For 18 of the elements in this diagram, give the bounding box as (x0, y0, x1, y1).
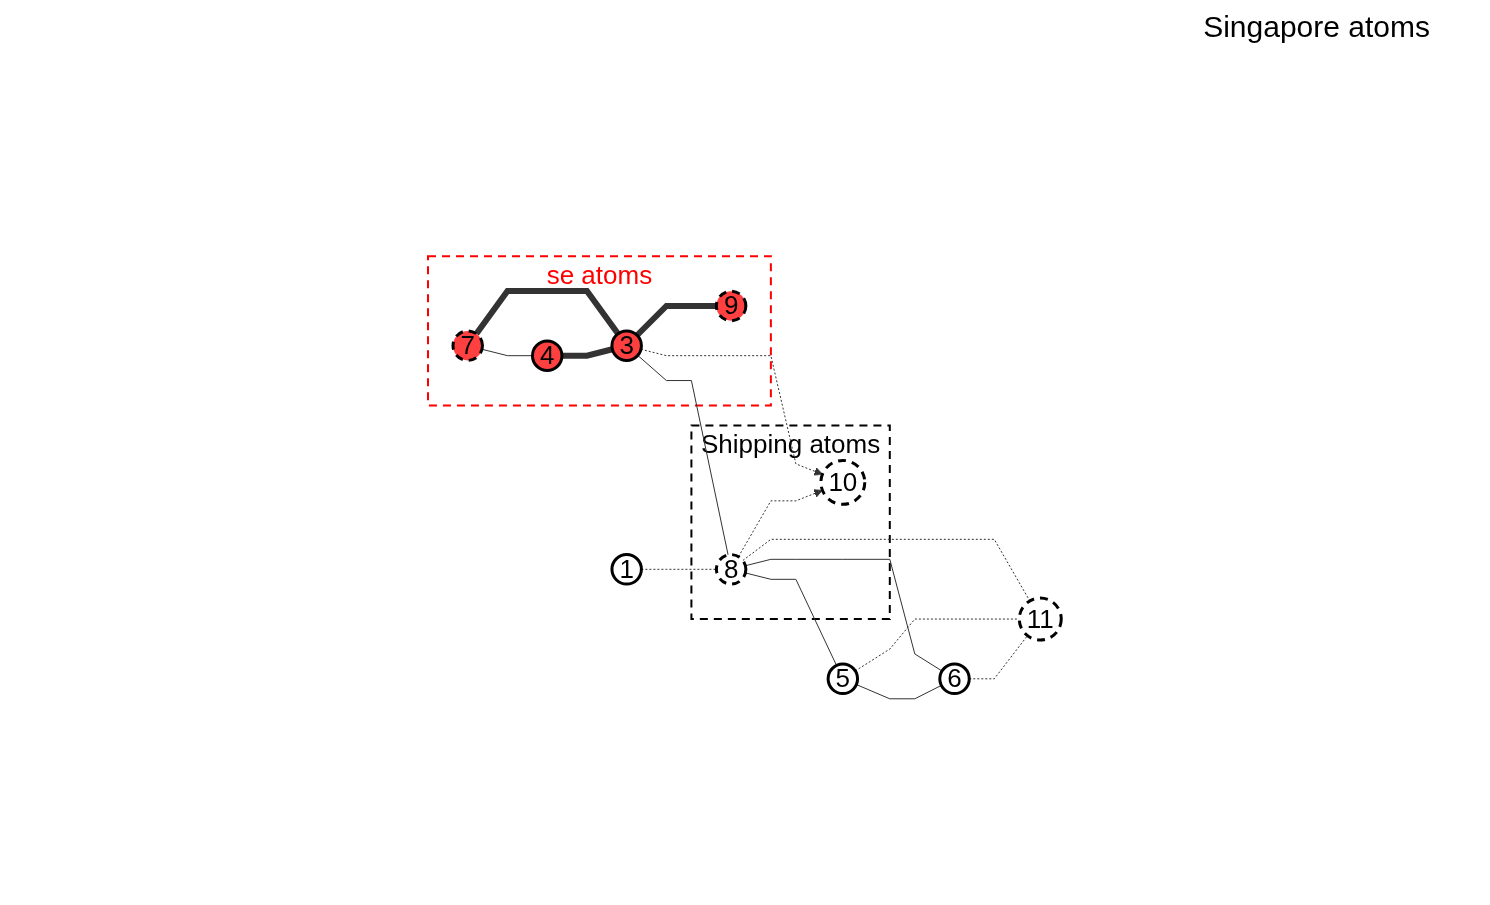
node-circle: 9 (715, 289, 748, 323)
connector (562, 346, 614, 359)
node-circle: 11 (1018, 596, 1064, 642)
group-caption: Singapore atoms (1203, 10, 1430, 44)
connector (745, 558, 943, 672)
node-circle: 7 (451, 329, 485, 362)
connector (637, 354, 729, 556)
connector (856, 684, 943, 700)
connector (745, 572, 838, 666)
node-circle: 4 (531, 339, 564, 372)
node-circle: 8 (715, 553, 748, 586)
connector (635, 302, 717, 338)
node-circle: 10 (819, 458, 867, 506)
node-circle: 5 (826, 662, 860, 696)
node-circle: 6 (938, 662, 972, 696)
node-circle: 3 (610, 329, 644, 362)
connector (474, 288, 621, 336)
node-circle: 1 (610, 553, 644, 586)
